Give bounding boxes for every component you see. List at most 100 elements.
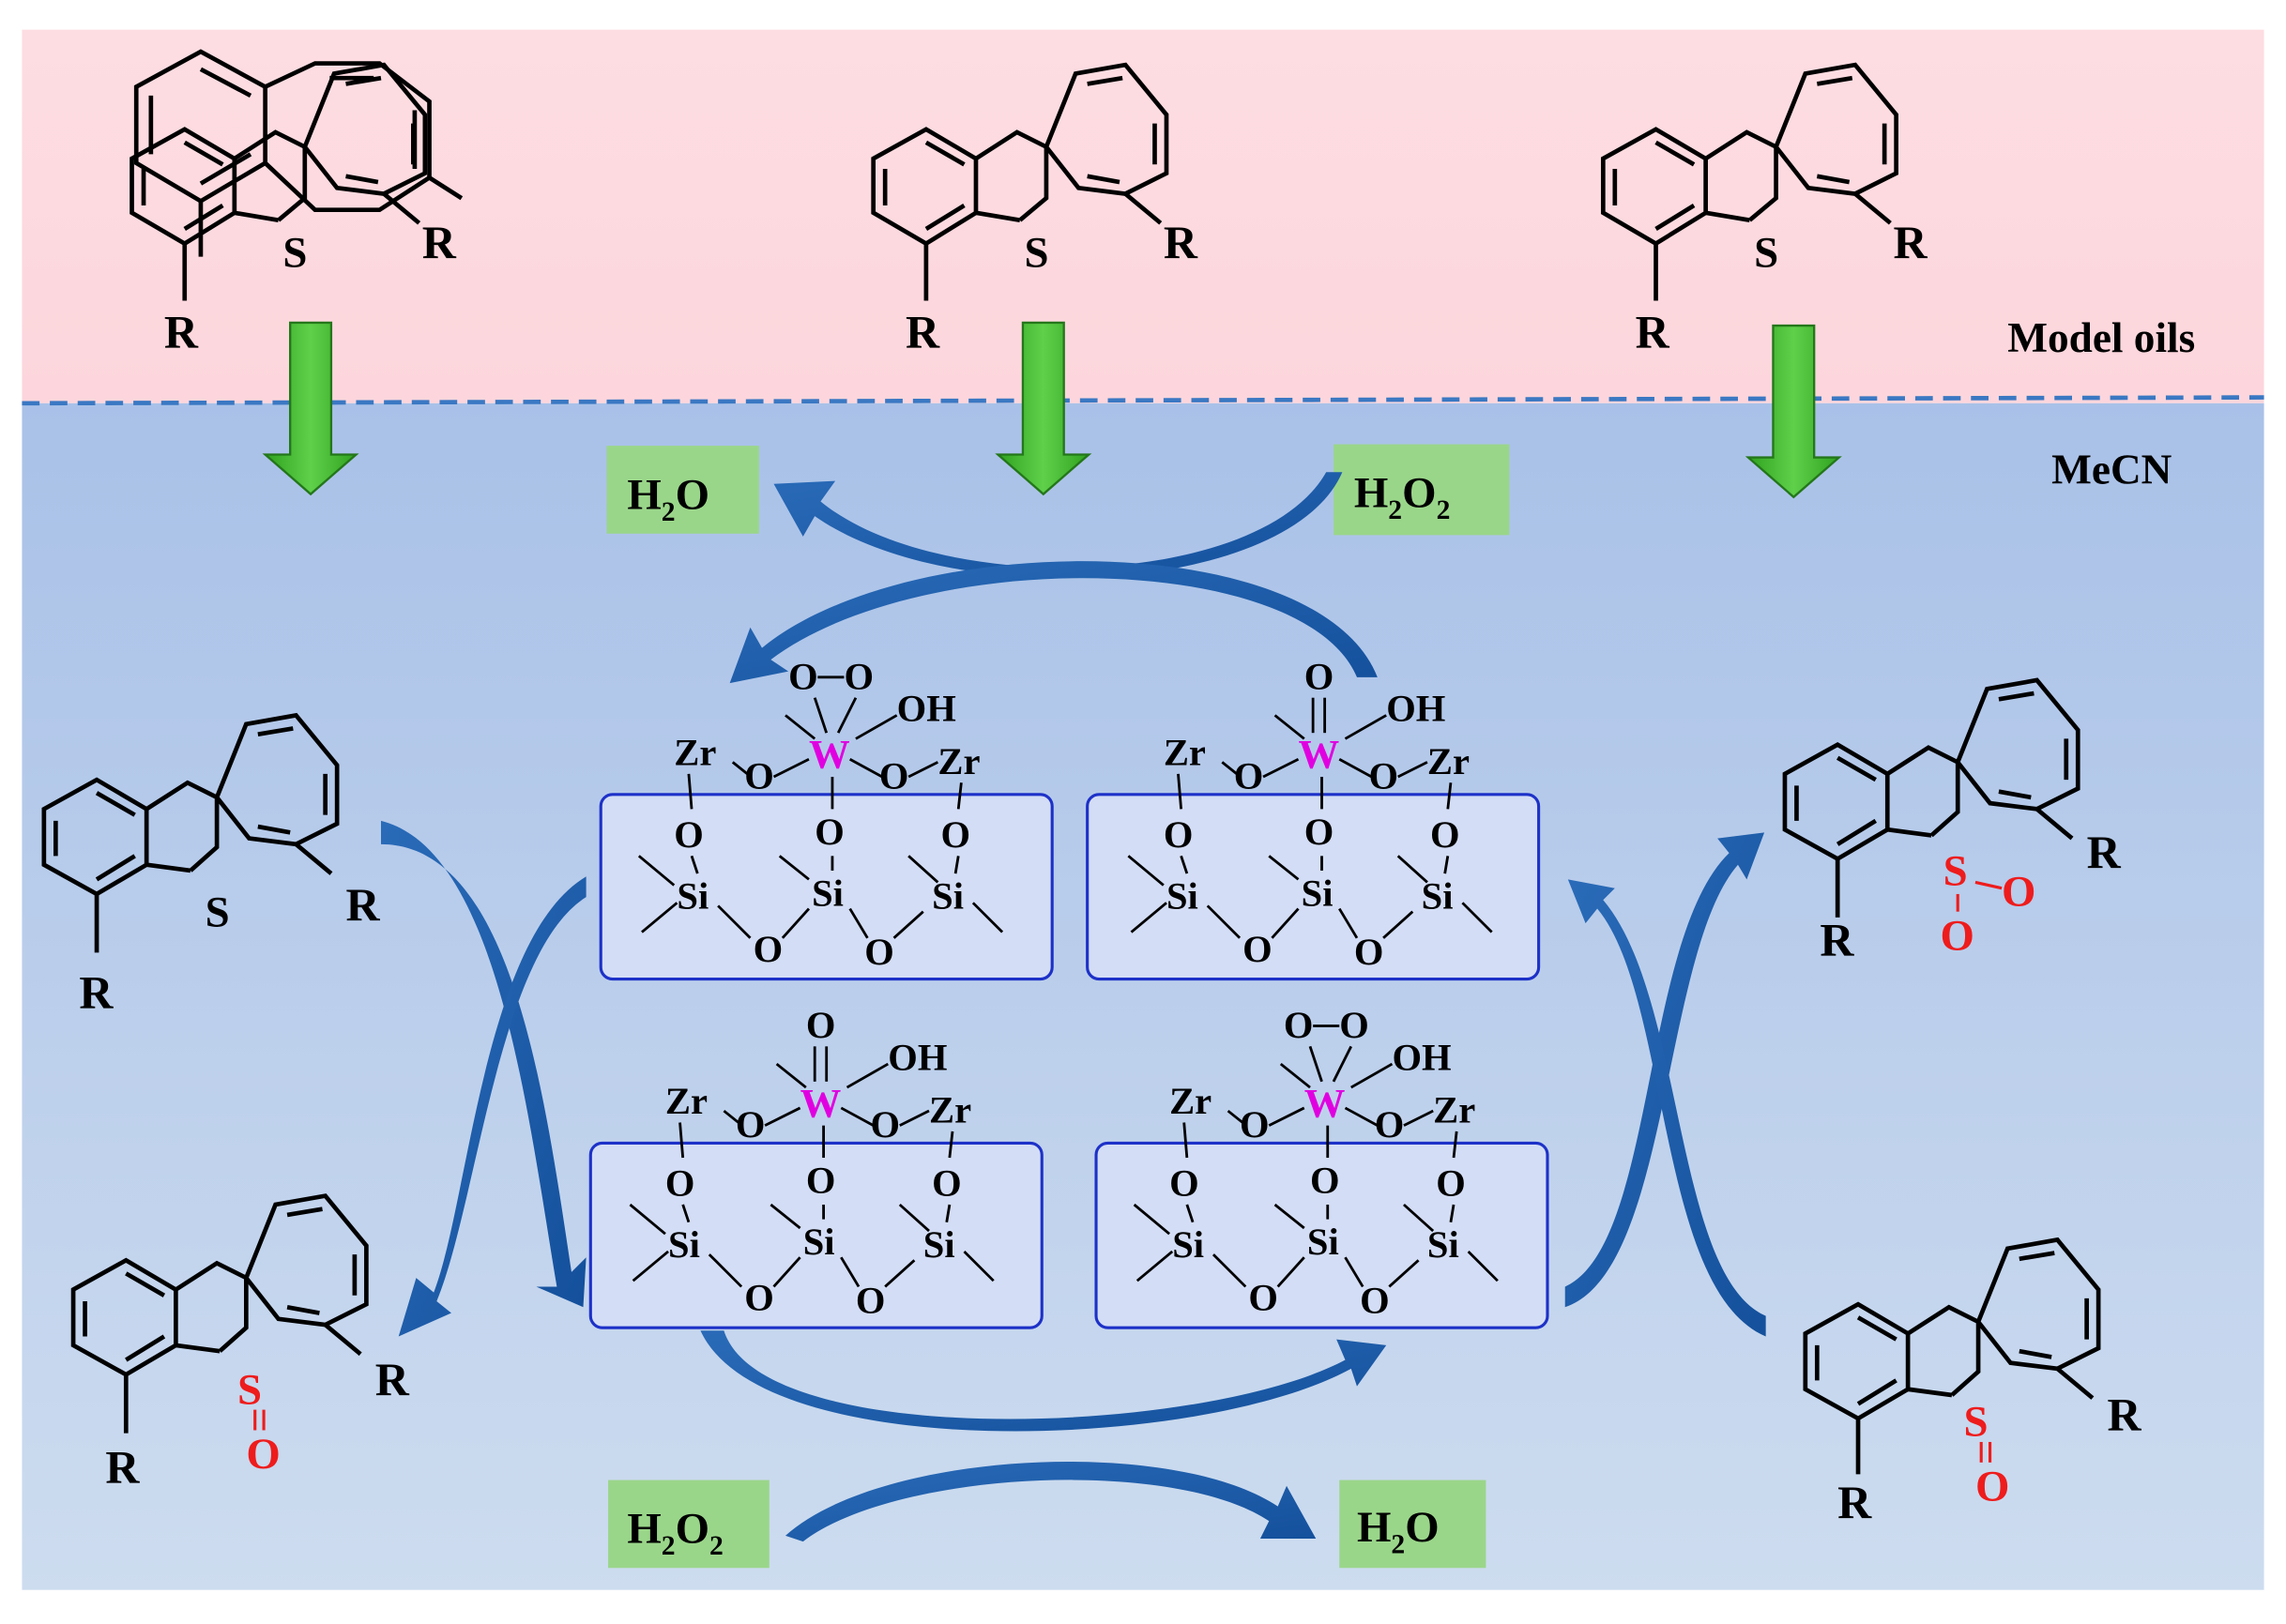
peroxo-o2: O xyxy=(1339,1004,1369,1046)
si-1: Si xyxy=(1166,875,1198,918)
tungsten: W xyxy=(809,733,850,778)
peroxo-o1: O xyxy=(788,655,818,697)
peroxo-o1: O xyxy=(1284,1004,1314,1046)
dbto-right-o: O xyxy=(1975,1462,2009,1510)
oil-phase xyxy=(22,29,2264,403)
dbt-oil-2 xyxy=(871,62,1169,301)
o-zr-w-right: O xyxy=(871,1103,901,1146)
zr-right: Zr xyxy=(1427,740,1470,782)
o-a: O xyxy=(1169,1162,1199,1205)
zr-left: Zr xyxy=(1164,732,1206,774)
o-c: O xyxy=(1430,813,1460,856)
svg-text:H2O2: H2O2 xyxy=(1354,469,1451,525)
dbt-oil-2-s: S xyxy=(1025,229,1049,278)
hydroxyl: OH xyxy=(1386,688,1445,730)
dbt-mecn-left-s: S xyxy=(206,888,230,936)
dbto-left-r1: R xyxy=(375,1353,410,1405)
reagent-h2o-bottom: H2O xyxy=(1339,1480,1486,1569)
arrow-bottom-h2o2-to-h2o xyxy=(785,1461,1317,1542)
o-c: O xyxy=(932,1162,962,1205)
oxo-o: O xyxy=(1304,655,1334,697)
dbto-left-r2: R xyxy=(105,1441,140,1494)
arrow-top-h2o2-to-h2o xyxy=(773,472,1343,579)
si-1: Si xyxy=(668,1223,700,1266)
dbto2-right-o2: O xyxy=(1940,911,1974,960)
o-zr-w-right: O xyxy=(879,755,909,797)
o-c: O xyxy=(941,813,971,856)
dbto2-right-s: S xyxy=(1943,847,1968,896)
arrow-bottom-left-to-right xyxy=(700,1330,1387,1432)
dbto-left-s: S xyxy=(237,1365,262,1414)
dbt-oil-3 xyxy=(1600,62,1898,301)
arrow-left-catalyst-to-dbto xyxy=(398,876,587,1337)
dbto2-right-r1: R xyxy=(2087,826,2122,878)
o-c: O xyxy=(1436,1162,1466,1205)
dbto-left-o: O xyxy=(246,1430,280,1479)
si-1: Si xyxy=(677,875,709,918)
si-1: Si xyxy=(1172,1223,1204,1266)
reagent-h2o2-bottom: H2O2 xyxy=(608,1480,770,1569)
dbt-oil-1-r2: R xyxy=(164,305,199,357)
mecn-label: MeCN xyxy=(2051,447,2172,493)
dbto2-right-r2: R xyxy=(1820,914,1854,966)
dbto2-right-bond-a xyxy=(1974,880,2003,890)
arrow-top-to-left-catalyst xyxy=(729,561,1378,684)
catalyst-box-bottom-right xyxy=(1094,1141,1549,1329)
green-arrow-1 xyxy=(262,321,359,496)
o-zr-w-right: O xyxy=(1375,1103,1405,1146)
dbto-left xyxy=(70,1193,369,1434)
oxo-o: O xyxy=(806,1004,836,1046)
dbt-oil-3-r1: R xyxy=(1894,216,1928,268)
si-2: Si xyxy=(803,1221,835,1263)
green-arrow-3 xyxy=(1745,324,1842,499)
o-b: O xyxy=(1304,811,1334,853)
dbto-right-r1: R xyxy=(2107,1388,2141,1440)
o-b: O xyxy=(815,811,845,853)
svg-text:H2O: H2O xyxy=(1357,1503,1440,1559)
hydroxyl: OH xyxy=(888,1036,947,1078)
si-2: Si xyxy=(812,872,844,914)
o-bridge-1: O xyxy=(744,1276,774,1318)
o-a: O xyxy=(674,813,704,856)
zr-right: Zr xyxy=(929,1089,971,1131)
peroxo-o2: O xyxy=(844,655,874,697)
dbt-mecn-left xyxy=(41,712,340,953)
o-a: O xyxy=(665,1162,695,1205)
o-zr-w-left: O xyxy=(1240,1103,1270,1146)
si-2: Si xyxy=(1302,872,1334,914)
zr-left: Zr xyxy=(665,1080,708,1122)
o-b: O xyxy=(1310,1160,1340,1202)
svg-text:H2O2: H2O2 xyxy=(627,1505,724,1561)
tungsten: W xyxy=(1304,1081,1346,1126)
o-bridge-2: O xyxy=(1354,931,1384,973)
dbt-oil-1-s: S xyxy=(282,229,307,278)
dbto2-right-o1: O xyxy=(2002,867,2035,916)
green-arrow-2 xyxy=(995,321,1092,496)
svg-text:H2O: H2O xyxy=(627,470,709,526)
hydroxyl: OH xyxy=(897,688,956,730)
o-bridge-1: O xyxy=(1248,1276,1278,1318)
dbt-oil-3-s: S xyxy=(1754,229,1778,278)
o-bridge-1: O xyxy=(754,928,784,970)
o-zr-w-left: O xyxy=(744,755,774,797)
tungsten: W xyxy=(1299,733,1340,778)
reagent-h2o2-top: H2O2 xyxy=(1334,444,1510,536)
arrow-left-dbt-to-catalyst xyxy=(381,820,587,1308)
dbto-right xyxy=(1803,1237,2101,1475)
mecn-phase xyxy=(22,402,2264,1590)
dbto-right-r2: R xyxy=(1837,1476,1872,1528)
o-zr-w-right: O xyxy=(1368,755,1398,797)
dbt-oil-1 xyxy=(130,62,428,301)
o-bridge-2: O xyxy=(1360,1280,1390,1322)
zr-left: Zr xyxy=(1169,1080,1212,1122)
phase-boundary xyxy=(22,395,2264,406)
dbto-right-s: S xyxy=(1963,1398,1988,1447)
zr-right: Zr xyxy=(1433,1089,1475,1131)
o-bridge-2: O xyxy=(856,1280,886,1322)
zr-left: Zr xyxy=(674,732,716,774)
